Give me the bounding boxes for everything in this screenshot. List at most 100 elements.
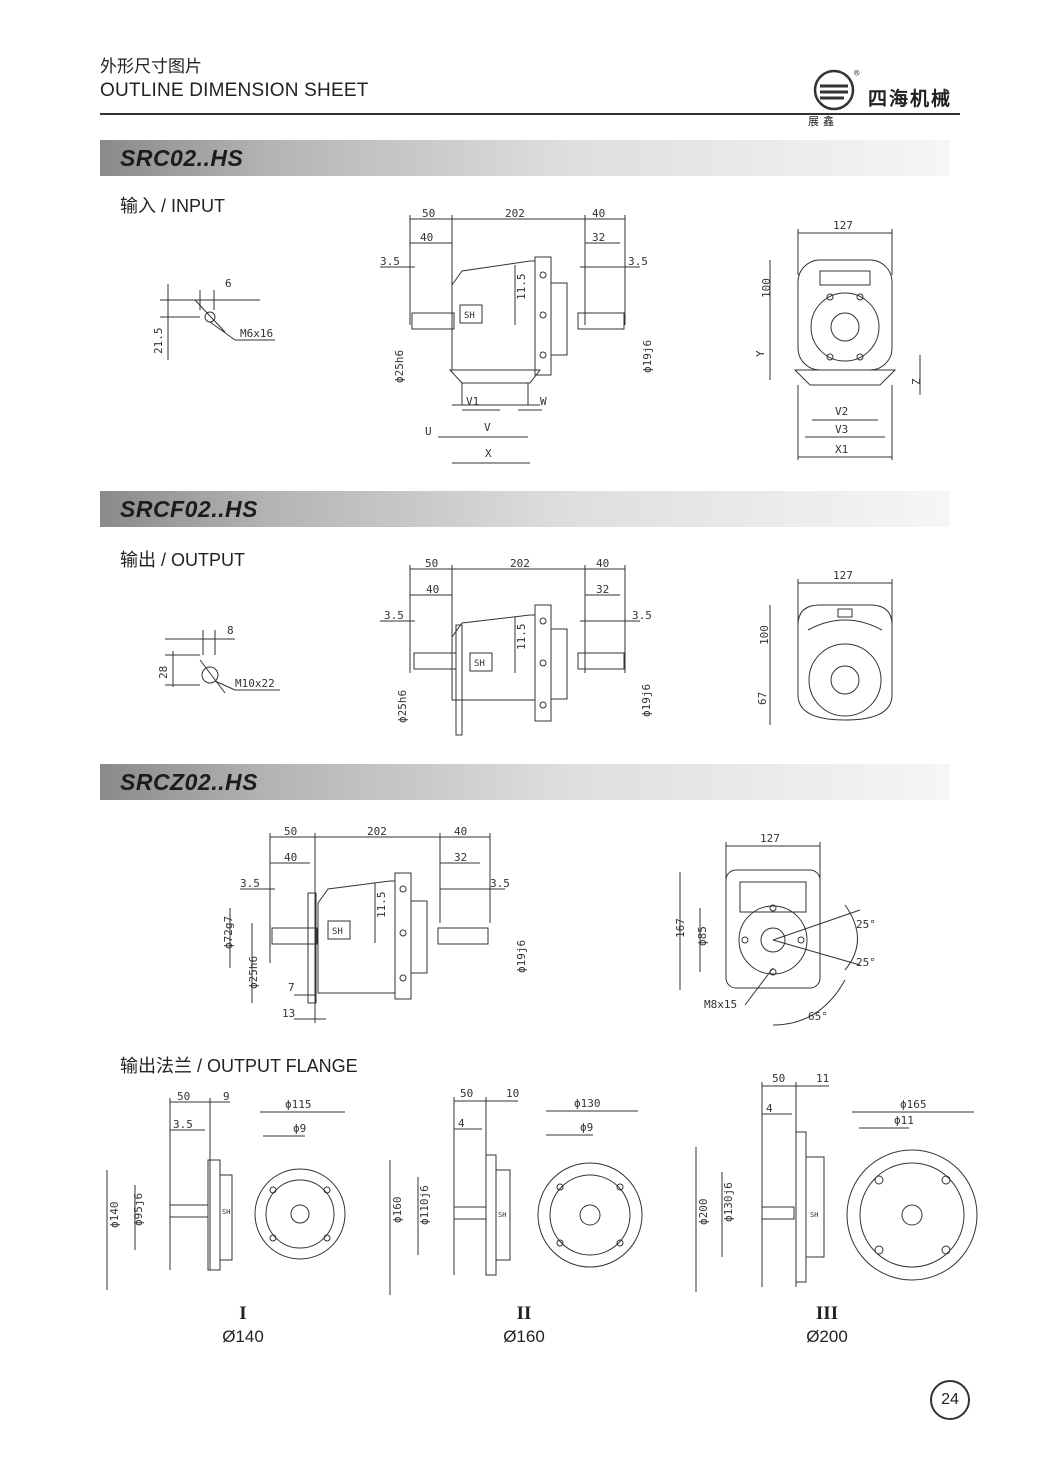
svg-text:13: 13: [282, 1007, 295, 1020]
svg-text:ϕ85: ϕ85: [696, 926, 709, 946]
section-title: SRCZ02..HS: [120, 769, 258, 795]
svg-text:ϕ25h6: ϕ25h6: [396, 690, 409, 723]
svg-text:SH: SH: [332, 927, 343, 937]
svg-text:40: 40: [454, 825, 467, 838]
flange-label-2: II: [516, 1303, 532, 1324]
flange-label-3: III: [815, 1303, 839, 1324]
svg-text:100: 100: [758, 625, 771, 645]
svg-text:9: 9: [223, 1090, 230, 1103]
svg-text:11: 11: [816, 1072, 829, 1085]
svg-text:ϕ95j6: ϕ95j6: [132, 1193, 145, 1226]
svg-text:3.5: 3.5: [490, 877, 510, 890]
svg-text:ϕ160: ϕ160: [391, 1197, 404, 1224]
section-band-src02: SRC02..HS: [100, 140, 950, 176]
svg-text:40: 40: [596, 557, 609, 570]
svg-text:ϕ9: ϕ9: [580, 1121, 593, 1134]
header-rule: [100, 113, 960, 115]
svg-text:SH: SH: [810, 1211, 818, 1219]
svg-text:25°: 25°: [856, 918, 876, 931]
section-band-srcf02: SRCF02..HS: [100, 491, 950, 527]
svg-text:100: 100: [760, 278, 773, 298]
flange-variant-2: 50 10 4 ϕ160 ϕ110j6 SH ϕ130 ϕ9: [389, 1087, 643, 1295]
svg-text:11.5: 11.5: [515, 274, 528, 301]
svg-text:28: 28: [157, 666, 170, 679]
svg-text:ϕ19j6: ϕ19j6: [640, 684, 653, 717]
svg-text:67: 67: [756, 692, 769, 705]
svg-text:65°: 65°: [808, 1010, 828, 1023]
svg-text:4: 4: [458, 1117, 465, 1130]
svg-text:Y: Y: [754, 350, 767, 357]
svg-text:11.5: 11.5: [375, 892, 388, 919]
svg-text:40: 40: [284, 851, 297, 864]
svg-text:X: X: [485, 447, 492, 460]
svg-text:167: 167: [674, 918, 687, 938]
flange-diameter-3: Ø200: [806, 1327, 848, 1346]
svg-text:32: 32: [454, 851, 467, 864]
svg-text:W: W: [540, 395, 547, 408]
svg-text:3.5: 3.5: [173, 1118, 193, 1131]
brand-subtext: 展鑫: [808, 116, 838, 128]
svg-text:50: 50: [284, 825, 297, 838]
section-title: SRCF02..HS: [120, 496, 258, 522]
svg-text:ϕ115: ϕ115: [285, 1098, 312, 1111]
svg-text:ϕ140: ϕ140: [108, 1202, 121, 1229]
shaft-end-detail-output: 8 M10x22 28: [157, 624, 280, 694]
front-view-output: 127 100 67: [756, 569, 893, 725]
svg-text:U: U: [425, 425, 432, 438]
section-subtitle-flange: 输出法兰 / OUTPUT FLANGE: [120, 1056, 358, 1076]
svg-text:3.5: 3.5: [384, 609, 404, 622]
svg-text:3.5: 3.5: [628, 255, 648, 268]
svg-text:SH: SH: [474, 659, 485, 669]
svg-text:ϕ11: ϕ11: [894, 1114, 914, 1127]
svg-text:202: 202: [505, 207, 525, 220]
section-band-srcz02: SRCZ02..HS: [100, 764, 950, 800]
svg-text:4: 4: [766, 1102, 773, 1115]
section-subtitle-input: 输入 / INPUT: [120, 196, 226, 216]
flange-variant-1: 50 9 3.5 ϕ140 ϕ95j6 SH ϕ115 ϕ9: [106, 1090, 346, 1290]
svg-text:V2: V2: [835, 405, 848, 418]
side-view-output: 50 202 40 40 32 3.5 3.5 SH 11.5 ϕ25h6 ϕ1…: [380, 557, 653, 736]
svg-text:11.5: 11.5: [515, 624, 528, 651]
svg-text:25°: 25°: [856, 956, 876, 969]
section-title: SRC02..HS: [120, 145, 244, 171]
svg-text:40: 40: [420, 231, 433, 244]
svg-text:V: V: [484, 421, 491, 434]
svg-text:32: 32: [592, 231, 605, 244]
svg-text:6: 6: [225, 277, 232, 290]
svg-text:127: 127: [833, 569, 853, 582]
flange-diameter-1: Ø140: [222, 1327, 264, 1346]
page-number: 24: [930, 1380, 970, 1420]
svg-text:3.5: 3.5: [240, 877, 260, 890]
svg-text:ϕ72g7: ϕ72g7: [222, 916, 235, 949]
svg-text:127: 127: [760, 832, 780, 845]
side-view-input: 50 202 40 40 32 3.5 3.5 SH 11.5 ϕ25h6 ϕ1…: [380, 207, 654, 464]
svg-text:50: 50: [177, 1090, 190, 1103]
svg-text:ϕ200: ϕ200: [697, 1199, 710, 1226]
svg-text:21.5: 21.5: [152, 328, 165, 355]
shaft-end-detail-input: 6 M6x16 21.5: [152, 277, 275, 360]
svg-text:SH: SH: [464, 311, 475, 321]
svg-text:8: 8: [227, 624, 234, 637]
front-view-input: 127 100 Y V2 V3 X1 Z: [754, 219, 923, 460]
svg-text:ϕ9: ϕ9: [293, 1122, 306, 1135]
registered-mark: ®: [854, 69, 860, 79]
svg-text:ϕ130: ϕ130: [574, 1097, 601, 1110]
svg-text:202: 202: [367, 825, 387, 838]
brand-name: 四海机械: [868, 89, 953, 110]
svg-text:ϕ165: ϕ165: [900, 1098, 927, 1111]
flange-variant-3: 50 11 4 ϕ200 ϕ130j6 SH ϕ165 ϕ11: [695, 1072, 978, 1292]
svg-text:10: 10: [506, 1087, 519, 1100]
side-view-flange: 50 202 40 40 32 3.5 3.5 SH 11.5 ϕ72g7 ϕ2…: [222, 825, 528, 1023]
svg-text:V3: V3: [835, 423, 848, 436]
svg-text:127: 127: [833, 219, 853, 232]
svg-text:50: 50: [460, 1087, 473, 1100]
svg-text:SH: SH: [222, 1208, 230, 1216]
svg-text:M6x16: M6x16: [240, 327, 273, 340]
svg-text:202: 202: [510, 557, 530, 570]
svg-text:50: 50: [422, 207, 435, 220]
svg-text:50: 50: [425, 557, 438, 570]
title-chinese: 外形尺寸图片: [100, 57, 202, 76]
svg-text:40: 40: [592, 207, 605, 220]
svg-text:3.5: 3.5: [632, 609, 652, 622]
svg-text:Z: Z: [910, 378, 923, 385]
